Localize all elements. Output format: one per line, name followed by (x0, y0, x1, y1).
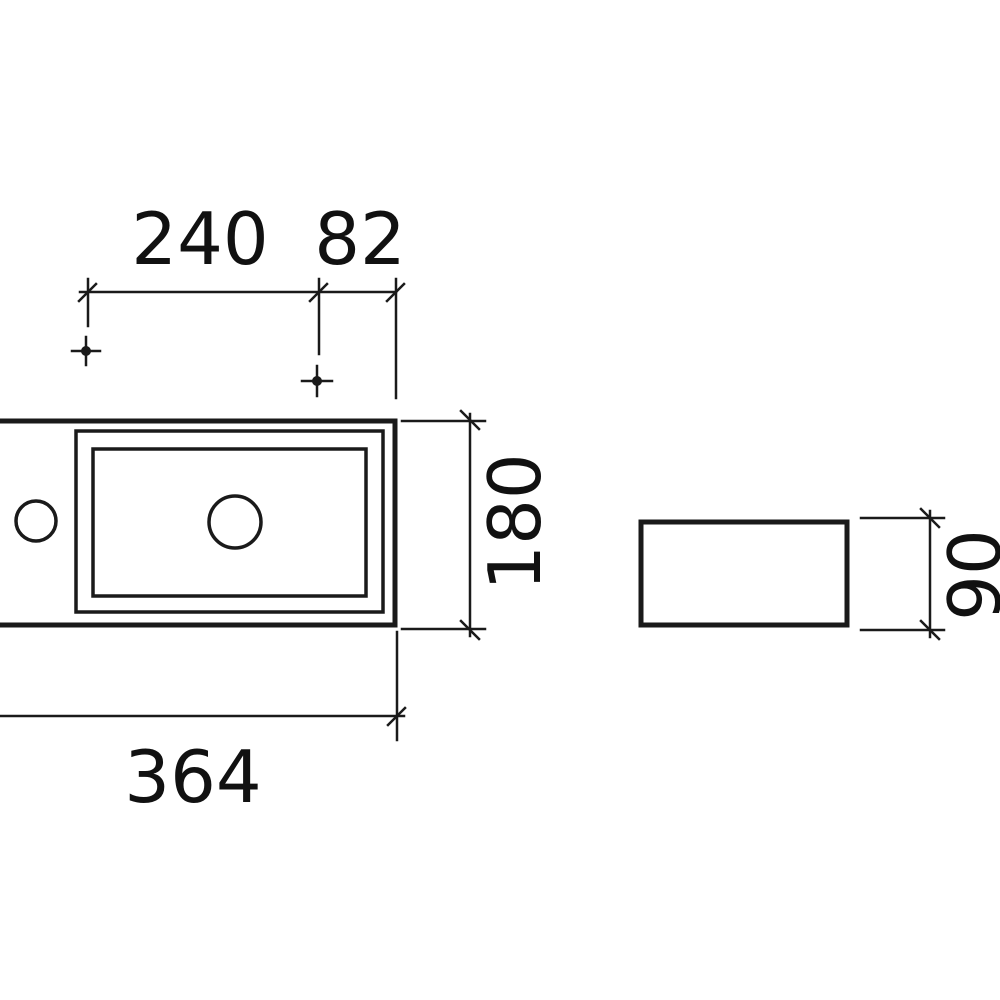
tap-hole-marker-right (300, 364, 334, 398)
top-view (0, 418, 398, 628)
dimension-label-82: 82 (314, 197, 406, 281)
dimension-label-180: 180 (473, 453, 557, 590)
bowl-outer-rim (74, 429, 385, 614)
side-view-outline (638, 519, 850, 628)
dimension-label-364: 364 (124, 735, 261, 819)
dimension-depth (400, 409, 487, 641)
dimension-label-90: 90 (933, 529, 1000, 621)
dimension-height (859, 507, 946, 641)
dimension-label-240: 240 (131, 197, 268, 281)
dimension-width (0, 630, 407, 742)
drain-hole-icon (207, 494, 263, 550)
bowl-inner-rim (91, 447, 368, 598)
dimension-chain-top (77, 277, 406, 400)
side-view (638, 519, 850, 628)
overflow-hole-icon (14, 499, 58, 543)
basin-outer-outline (0, 418, 398, 628)
tap-hole-marker-left (70, 335, 102, 367)
